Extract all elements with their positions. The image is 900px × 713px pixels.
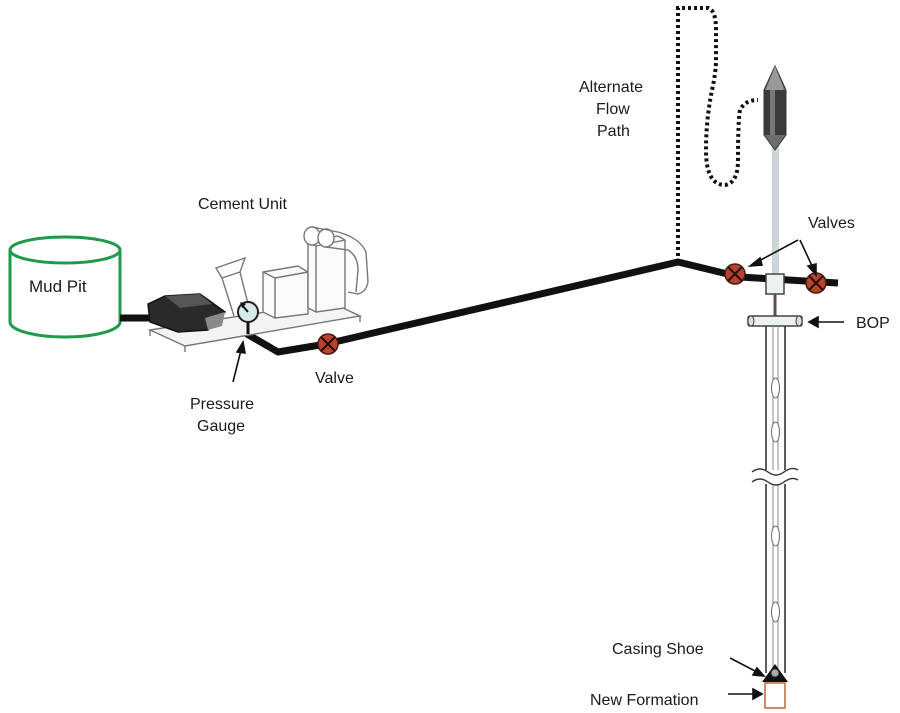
alternate-flow-path — [676, 6, 759, 262]
new-formation-label: New Formation — [590, 692, 698, 709]
leader-arrows — [232, 239, 844, 701]
wellhead-valve-left — [724, 263, 746, 285]
bop-label: BOP — [856, 315, 890, 332]
casing-string — [751, 326, 799, 673]
mud-pit-label: Mud Pit — [29, 277, 87, 296]
pressure-gauge-label-line2: Gauge — [197, 418, 245, 435]
cement-pump — [147, 293, 227, 333]
new-formation — [764, 682, 786, 709]
pressure-gauge-label-line1: Pressure — [190, 396, 254, 413]
valve-icon — [317, 333, 339, 355]
bop — [747, 315, 803, 327]
pressure-gauge-icon — [237, 301, 259, 334]
wellhead-valve-right — [805, 272, 827, 294]
cement-plug-icon — [763, 64, 787, 277]
casing-shoe-label: Casing Shoe — [612, 641, 704, 658]
cement-unit — [147, 226, 369, 352]
casing-shoe — [762, 664, 788, 682]
alternate-flow-label-line3: Path — [597, 123, 630, 140]
mud-pit: Mud Pit — [8, 235, 122, 339]
alternate-flow-label-line1: Alternate — [579, 79, 643, 96]
cement-unit-label: Cement Unit — [198, 196, 287, 213]
alternate-flow-label-line2: Flow — [596, 101, 630, 118]
valves-label: Valves — [808, 215, 855, 232]
wellhead — [765, 273, 785, 295]
valve-label: Valve — [315, 370, 354, 387]
